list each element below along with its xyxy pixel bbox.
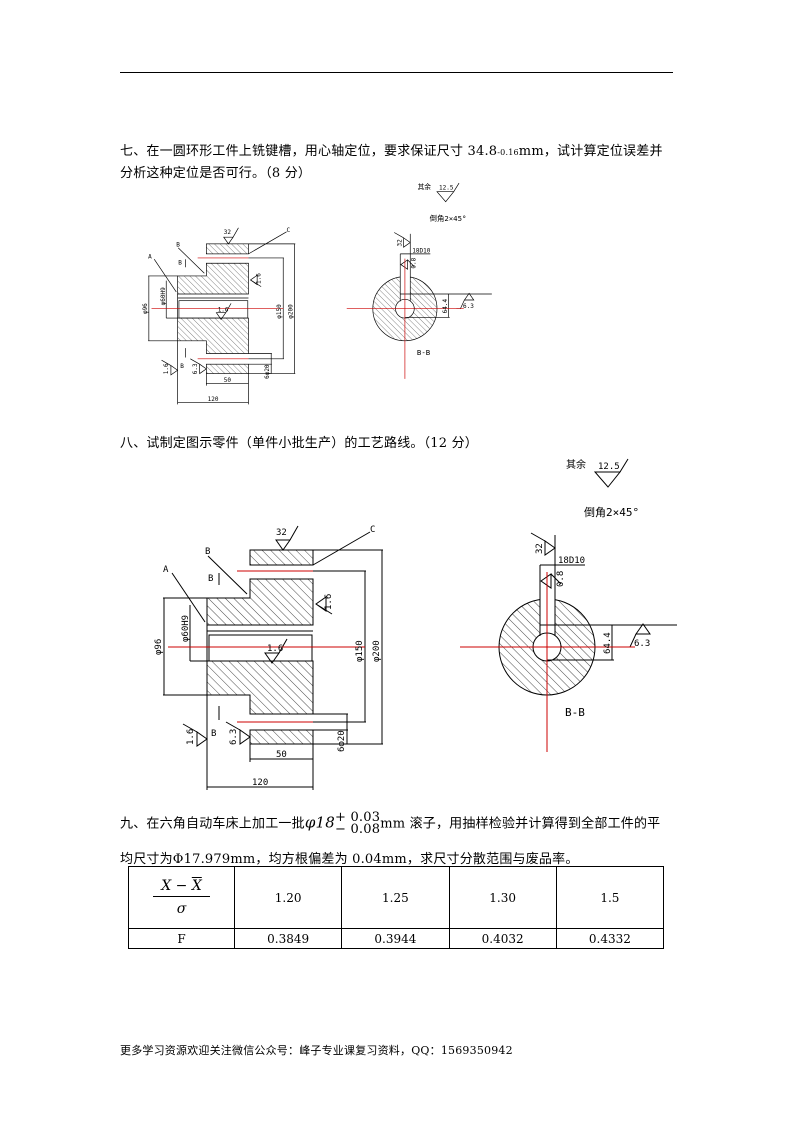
section-mark-bottom: B [180,363,184,370]
dim-phi96: φ96 [142,303,149,314]
z-formula: X − X σ [153,878,210,917]
dim-6phi20: 6φ20 [264,364,271,379]
roughness-face: 1.6 [255,273,262,284]
roughness-hole: 6.3 [192,363,199,374]
dim-phi60h9: φ60H9 [181,615,191,642]
roughness-left: 1.6 [163,363,170,374]
f-cell: 0.4032 [448,928,557,949]
section-title: B-B [417,348,431,357]
rest-roughness: 12.5 [439,185,454,192]
z-cell: 1.5 [555,866,665,929]
roughness-hole: 6.3 [229,729,239,745]
dim-phi150: φ150 [276,304,283,319]
label-a: A [148,254,152,261]
formula-denominator: σ [176,901,187,917]
roughness-left: 1.6 [186,729,196,745]
dim-64-4: 64.4 [603,632,613,654]
f-cell: 0.4332 [555,928,665,949]
f-cell: 0.3944 [341,928,450,949]
q9-text-end: mm 滚子，用抽样检验并计算得到全部工件的平 [380,816,661,832]
z-cell: 1.30 [448,866,557,929]
header-rule [120,72,673,73]
section-view [372,182,492,342]
q9-text: 九、在六角自动车床上加工一批 [120,816,305,832]
dim-18d10: 18D10 [412,248,430,255]
section-title: B-B [565,706,585,719]
roughness-bore: 1.6 [218,306,229,313]
f-cell: 0.3849 [233,928,343,949]
q7-line1: 七、在一圆环形工件上铣键槽，用心轴定位，要求保证尺寸 34.8-0.16mm，试… [120,140,663,159]
label-b: B [176,242,180,249]
section-mark-bottom: B [211,729,216,739]
roughness-key-bottom: 0.8 [556,571,566,587]
dim-50: 50 [224,377,232,384]
z-cell: 1.25 [341,866,450,929]
section-mark-top: B [208,574,213,584]
chamfer-note: 倒角2×45° [430,214,467,223]
q9-tolerance: + 0.03− 0.08 [335,810,381,837]
section-view [498,458,677,696]
label-c: C [370,525,375,535]
roughness-64: 6.3 [634,639,650,649]
dim-50: 50 [276,750,287,760]
dim-6phi20: 6φ20 [337,730,347,752]
dim-phi200: φ200 [288,304,295,319]
roughness-64: 6.3 [463,303,474,310]
q9-diameter: φ18 [304,813,336,832]
f-label-cell: F [128,928,235,949]
dim-18d10: 18D10 [558,556,585,566]
dim-phi96: φ96 [154,639,164,655]
header-cell: X − X σ [128,866,235,929]
tol-lower: − 0.08 [335,822,381,837]
roughness-key-bottom: 0.8 [411,257,418,268]
dim-phi200: φ200 [372,640,382,662]
footer-note: 更多学习资源欢迎关注微信公众号：峰子专业课复习资料，QQ：1569350942 [120,1044,513,1057]
roughness-top: 32 [224,229,232,236]
tol-upper: + 0.03 [335,810,381,825]
label-a: A [163,565,169,575]
q7-line2: 分析这种定位是否可行。（8 分） [120,166,312,181]
q7-text-end: mm，试计算定位误差并 [518,144,663,159]
rest-label: 其余 [566,458,586,471]
roughness-face: 1.6 [324,594,334,610]
figure-q7: A B C B B 120 50 φ96 φ60H9 φ150 φ200 6φ2… [142,182,492,405]
z-cell: 1.20 [233,866,343,929]
roughness-key-side: 32 [397,239,404,247]
dim-phi60h9: φ60H9 [160,287,167,305]
q8-text: 八、试制定图示零件（单件小批生产）的工艺路线。（12 分） [120,436,478,451]
q9-line2: 均尺寸为Φ17.979mm，均方根偏差为 0.04mm，求尺寸分散范围与废品率。 [120,852,579,867]
section-center-lines [460,572,635,752]
formula-numerator: X − X [153,878,210,897]
section-mark-top: B [178,260,182,267]
q7-text: 七、在一圆环形工件上铣键槽，用心轴定位，要求保证尺寸 34.8 [120,144,498,159]
center-lines [151,257,284,360]
part-cross-section [148,227,296,405]
roughness-bore: 1.6 [267,644,283,654]
dim-phi150: φ150 [355,640,365,662]
dim-120: 120 [252,778,268,788]
figure-q8: A B C B B 120 50 φ96 φ60H9 φ150 φ200 6φ2… [154,458,677,790]
probability-table: X − X σ 1.20 1.25 1.30 1.5 F 0.3849 0.394… [128,866,665,949]
center-lines [168,570,365,723]
dim-120: 120 [208,396,219,403]
dim-64-4: 64.4 [442,299,449,314]
section-center-lines [346,258,464,379]
table-row: X − X σ 1.20 1.25 1.30 1.5 [128,866,665,929]
q7-tolerance: -0.16 [497,148,519,157]
part-cross-section [163,525,383,790]
rest-roughness: 12.5 [598,462,620,472]
roughness-top: 32 [276,528,287,538]
label-c: C [287,227,291,234]
label-b: B [205,547,210,557]
table-row: F 0.3849 0.3944 0.4032 0.4332 [128,928,665,949]
chamfer-note: 倒角2×45° [584,506,639,519]
q9-line1: 九、在六角自动车床上加工一批φ18+ 0.03− 0.08mm 滚子，用抽样检验… [120,810,661,837]
roughness-key-side: 32 [535,543,545,554]
rest-label: 其余 [418,182,432,191]
